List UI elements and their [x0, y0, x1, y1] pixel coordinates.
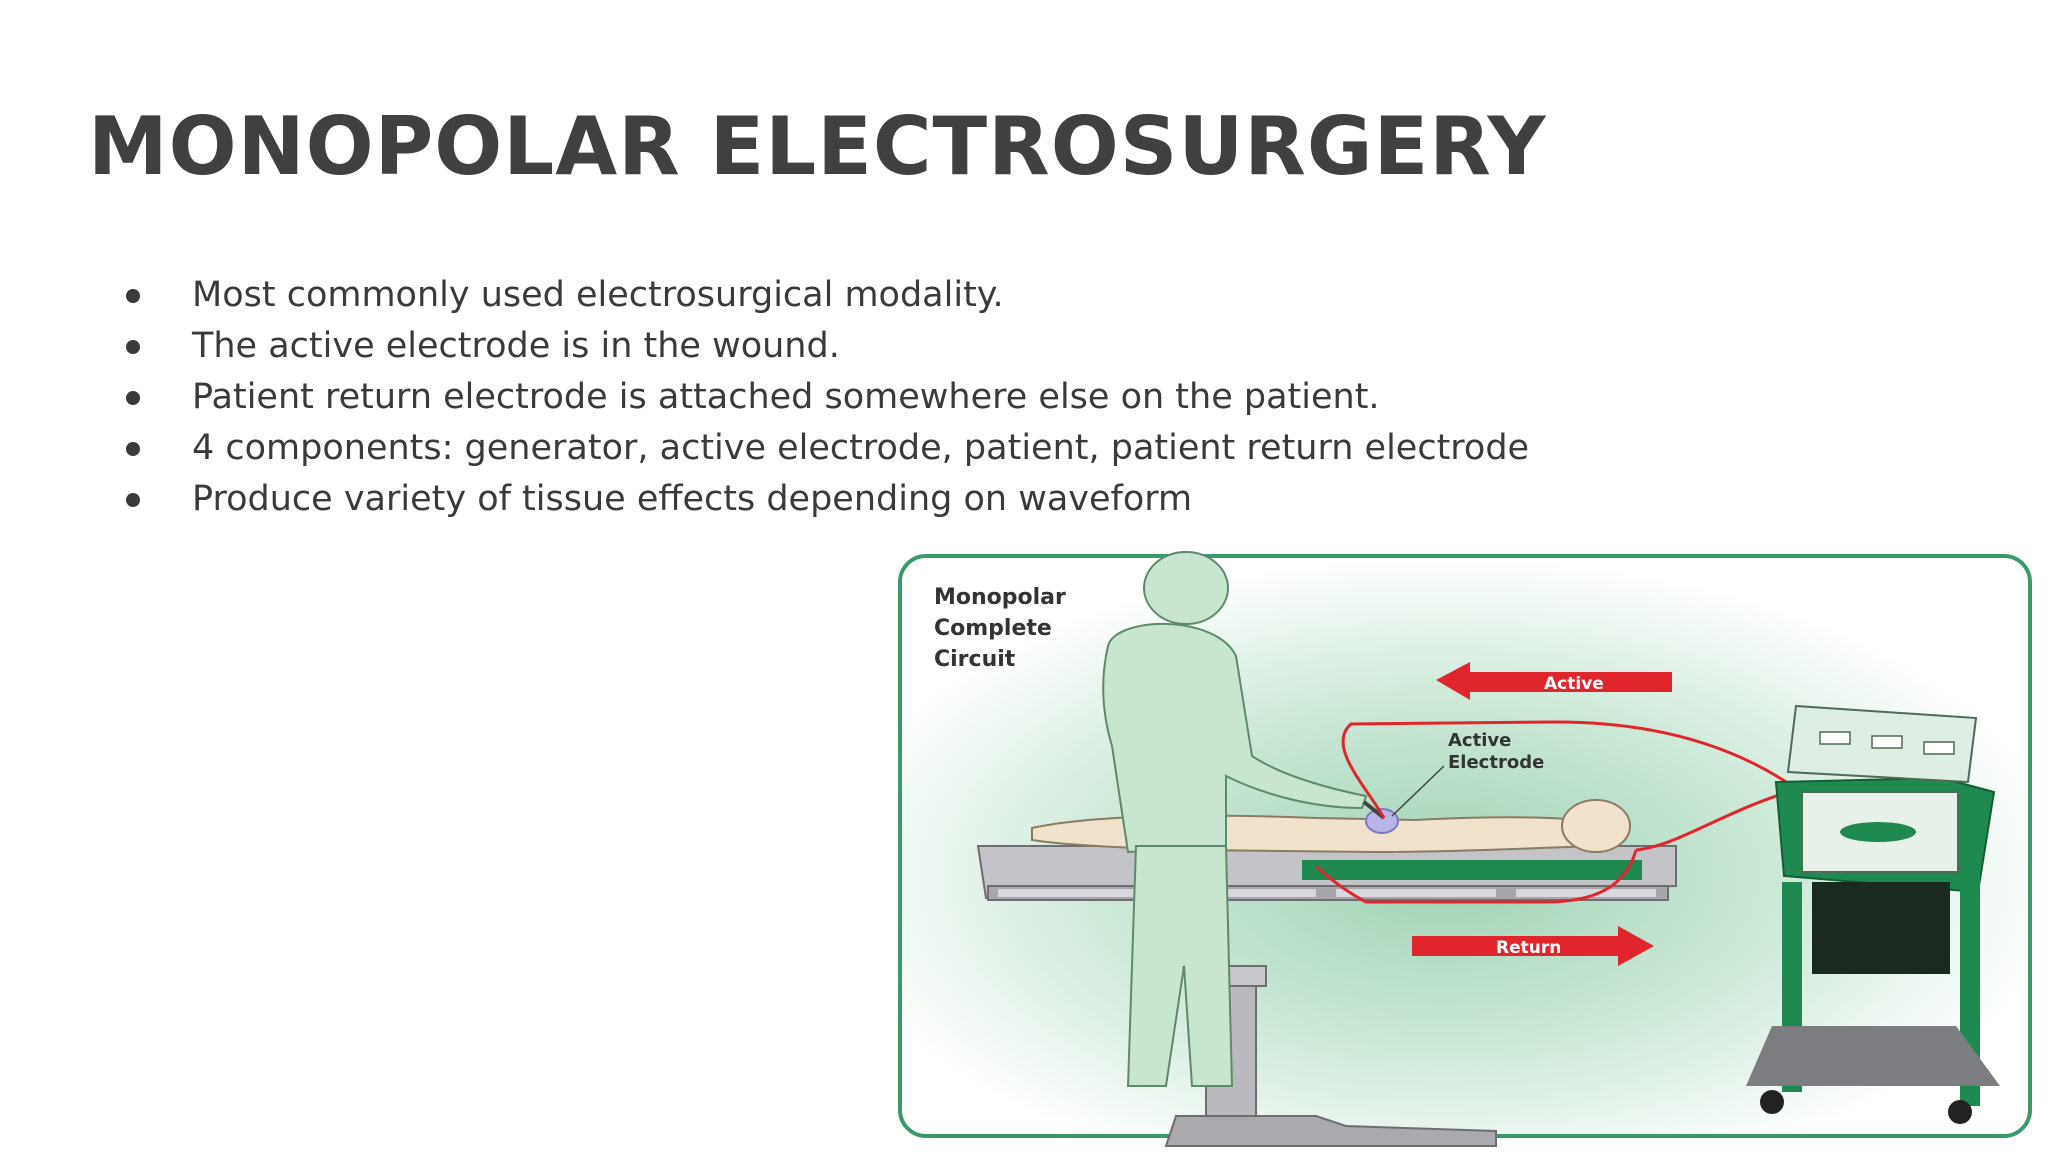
bullet-item: Patient return electrode is attached som…	[120, 372, 1529, 423]
bullet-text: Most commonly used electrosurgical modal…	[192, 275, 1004, 315]
bullet-dot-icon	[126, 289, 140, 303]
circuit-wire	[1314, 720, 1799, 904]
return-current-arrow: Return	[1412, 926, 1654, 966]
active-current-arrow: Active	[1436, 662, 1672, 700]
patient-return-pad	[1302, 860, 1642, 880]
monopolar-circuit-illustration: Monopolar Complete Circuit	[896, 546, 2036, 1152]
figure-caption-line: Monopolar	[934, 585, 1066, 610]
return-arrow-label: Return	[1496, 938, 1561, 958]
surgeon	[1102, 551, 1386, 1087]
bullet-text: Patient return electrode is attached som…	[192, 377, 1380, 417]
bullet-item: 4 components: generator, active electrod…	[120, 423, 1529, 474]
figure-caption-line: Circuit	[934, 647, 1016, 672]
bullet-item: Produce variety of tissue effects depend…	[120, 474, 1529, 525]
bullet-dot-icon	[126, 340, 140, 354]
bullet-dot-icon	[126, 442, 140, 456]
surgical-site	[1365, 808, 1399, 834]
active-arrow-label: Active	[1544, 674, 1604, 694]
bullet-list: Most commonly used electrosurgical modal…	[120, 270, 1529, 525]
bullet-text: The active electrode is in the wound.	[192, 326, 840, 366]
bullet-dot-icon	[126, 391, 140, 405]
electrode-label-line: Electrode	[1448, 752, 1544, 773]
active-electrode-pencil	[1362, 800, 1386, 820]
bullet-text: 4 components: generator, active electrod…	[192, 428, 1530, 468]
electrode-pointer-line	[1391, 765, 1445, 817]
figure-caption-line: Complete	[934, 616, 1052, 641]
slide-title: MONOPOLAR ELECTROSURGERY	[88, 100, 1547, 193]
electrode-label-line: Active	[1448, 730, 1511, 751]
bullet-dot-icon	[126, 493, 140, 507]
bullet-item: The active electrode is in the wound.	[120, 321, 1529, 372]
bullet-text: Produce variety of tissue effects depend…	[192, 479, 1193, 519]
bullet-item: Most commonly used electrosurgical modal…	[120, 270, 1529, 321]
electrosurgical-generator	[1746, 704, 2000, 1124]
